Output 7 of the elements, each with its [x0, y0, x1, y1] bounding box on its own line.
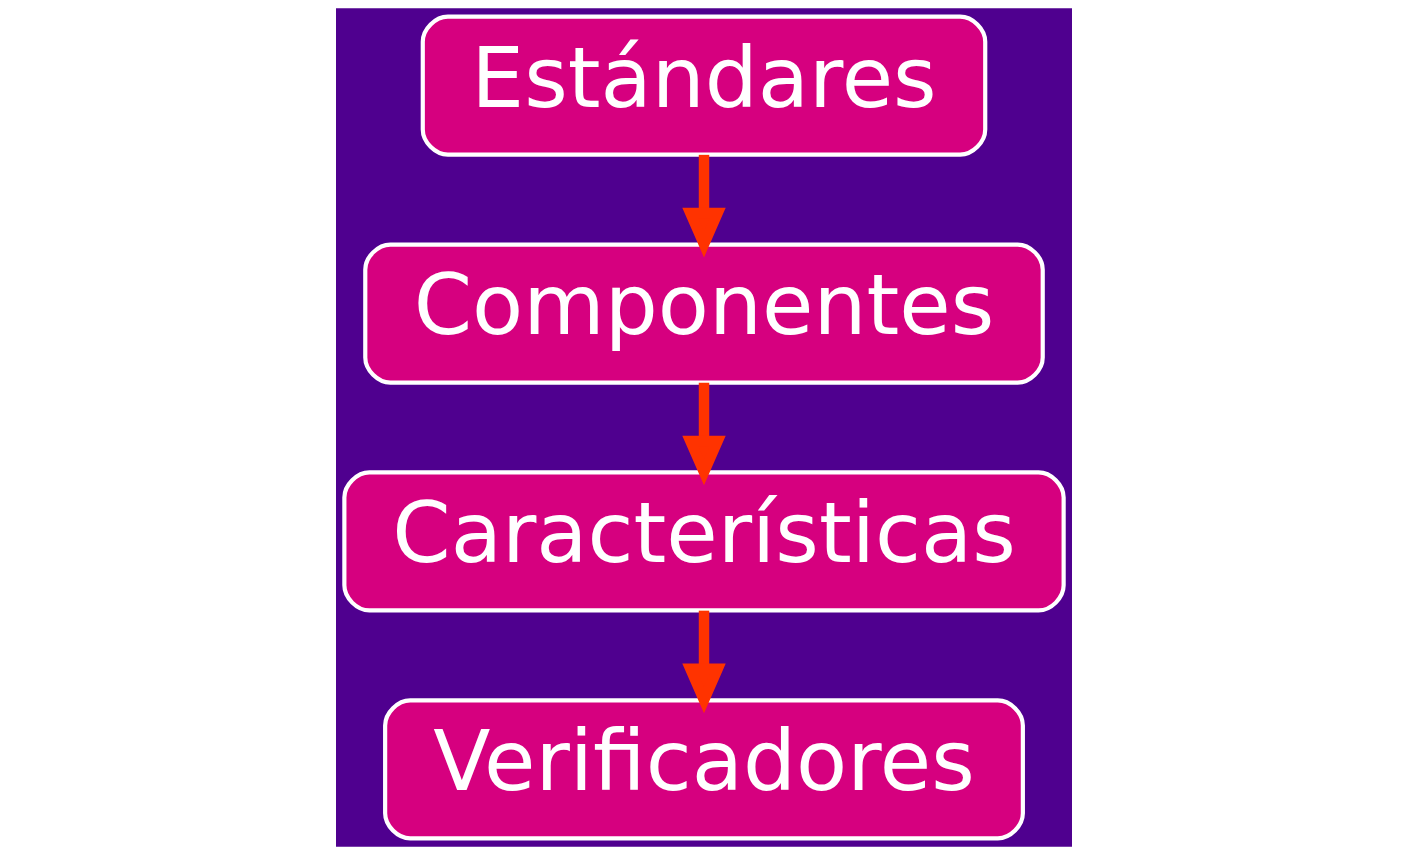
arrow — [681, 382, 726, 486]
node-box: Componentes — [362, 242, 1045, 385]
node-box: Verificadores — [382, 698, 1025, 841]
arrow — [681, 154, 726, 258]
node-box: Estándares — [420, 14, 987, 157]
arrow — [681, 610, 726, 714]
node-box: Características — [341, 470, 1066, 613]
